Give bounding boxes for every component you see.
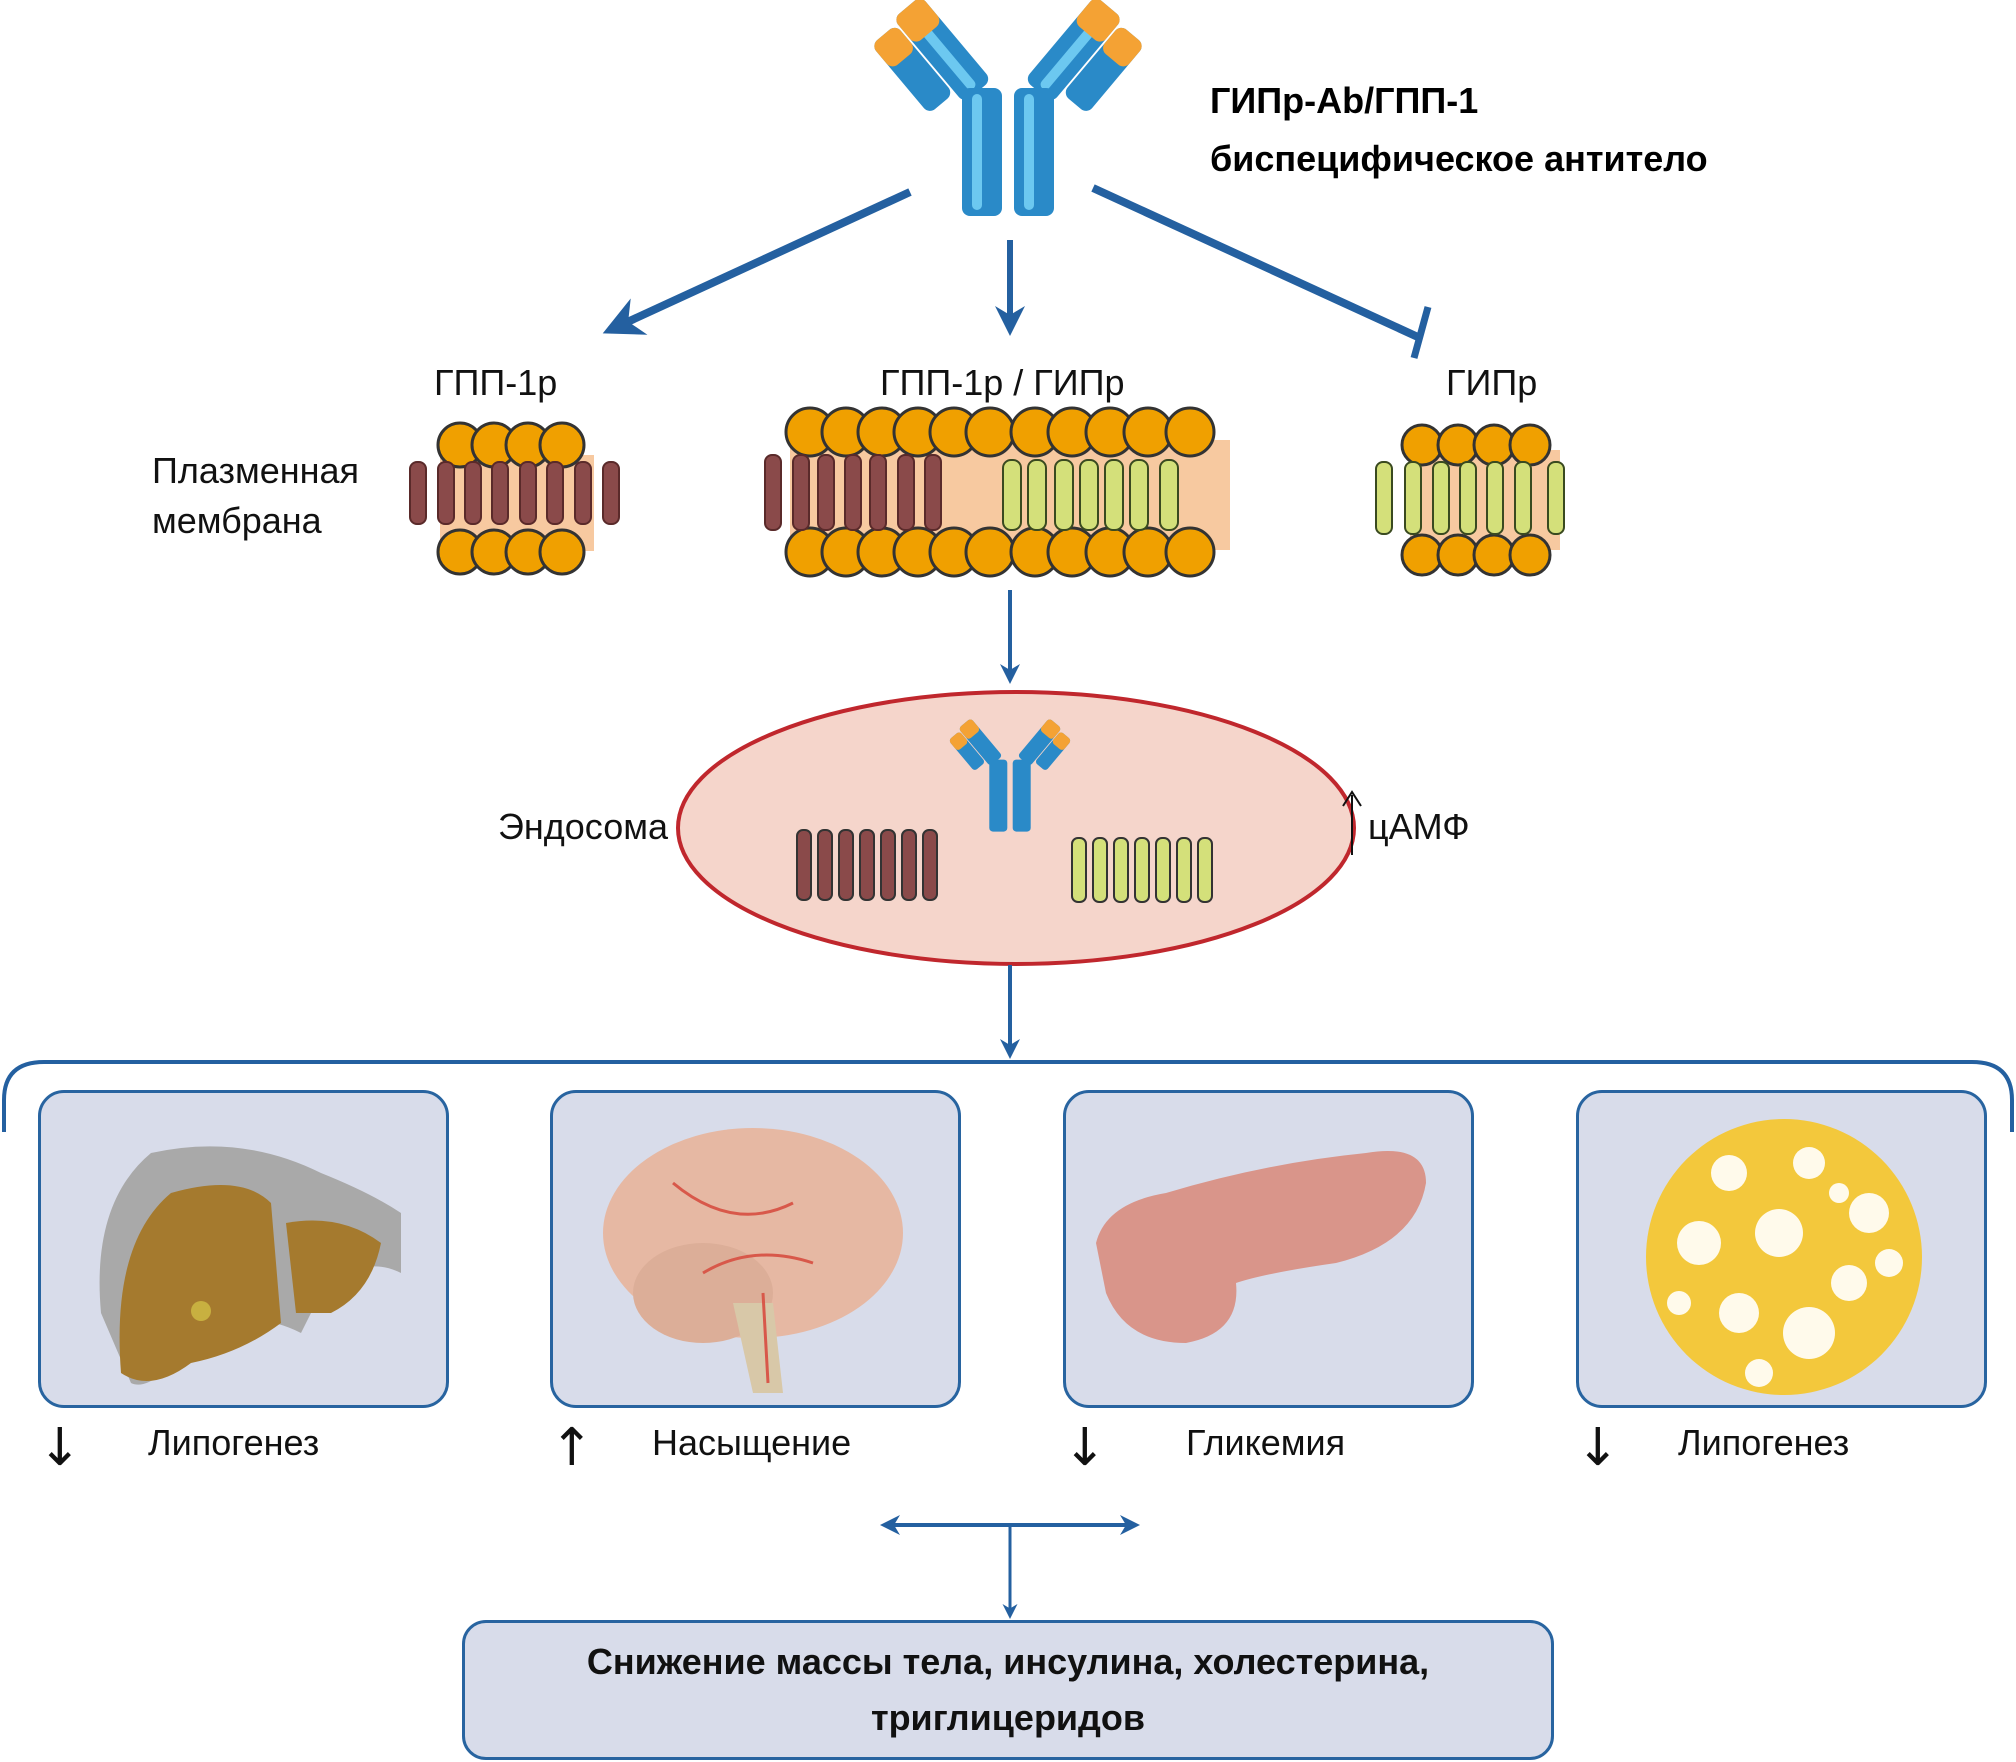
dual-receptor-membrane-icon	[764, 406, 1230, 578]
brain-panel	[550, 1090, 961, 1408]
plasma-membrane-label: Плазменная мембрана	[152, 446, 359, 546]
adipose-effect-label: Липогенез	[1678, 1422, 1850, 1463]
arrow-to-glp1r	[602, 188, 912, 335]
glp1r-membrane-icon	[409, 421, 620, 576]
liver-panel	[38, 1090, 449, 1408]
antibody-title-line1: ГИПр-Ab/ГПП-1	[1210, 80, 1479, 121]
camp-label: цАМФ	[1368, 806, 1470, 847]
outcome-box: Снижение массы тела, инсулина, холестери…	[462, 1620, 1554, 1760]
inhibit-bar	[1410, 306, 1432, 359]
organ-bracket	[2, 1060, 2014, 1132]
antibody-icon	[874, 0, 1142, 216]
brain-icon	[603, 1128, 903, 1393]
antibody-title-line2: биспецифическое антитело	[1210, 138, 1708, 179]
adipose-tissue-icon	[1646, 1119, 1922, 1395]
adipose-panel	[1576, 1090, 1987, 1408]
liver-effect-label: Липогенез	[148, 1422, 320, 1463]
antibody-title: ГИПр-Ab/ГПП-1 биспецифическое антитело	[1210, 72, 1708, 188]
plasma-membrane-line1: Плазменная	[152, 450, 360, 491]
gipr-label: ГИПр	[1446, 362, 1538, 403]
endosome-glp1r-icon	[796, 829, 938, 901]
adipose-direction-icon: ↓	[1576, 1418, 1620, 1478]
endosome-gipr-icon	[1071, 837, 1213, 903]
brain-direction-icon: ↑	[550, 1418, 594, 1478]
gipr-membrane-icon	[1375, 423, 1565, 577]
pancreas-panel	[1063, 1090, 1474, 1408]
dual-receptor-label: ГПП-1р / ГИПр	[880, 362, 1125, 403]
liver-icon	[99, 1146, 402, 1385]
outcome-line1: Снижение массы тела, инсулина, холестери…	[586, 1641, 1430, 1682]
pancreas-direction-icon: ↓	[1063, 1418, 1107, 1478]
outcome-line2: триглицеридов	[870, 1697, 1146, 1738]
plasma-membrane-line2: мембрана	[152, 500, 322, 541]
pancreas-effect-label: Гликемия	[1186, 1422, 1346, 1463]
endosome-antibody-icon	[949, 719, 1071, 832]
endosome-label: Эндосома	[498, 806, 668, 847]
glp1r-label: ГПП-1р	[434, 362, 558, 403]
liver-direction-icon: ↓	[38, 1418, 82, 1478]
pancreas-icon	[1096, 1151, 1426, 1343]
inhibit-line-to-gipr	[1091, 184, 1422, 342]
brain-effect-label: Насыщение	[652, 1422, 852, 1463]
